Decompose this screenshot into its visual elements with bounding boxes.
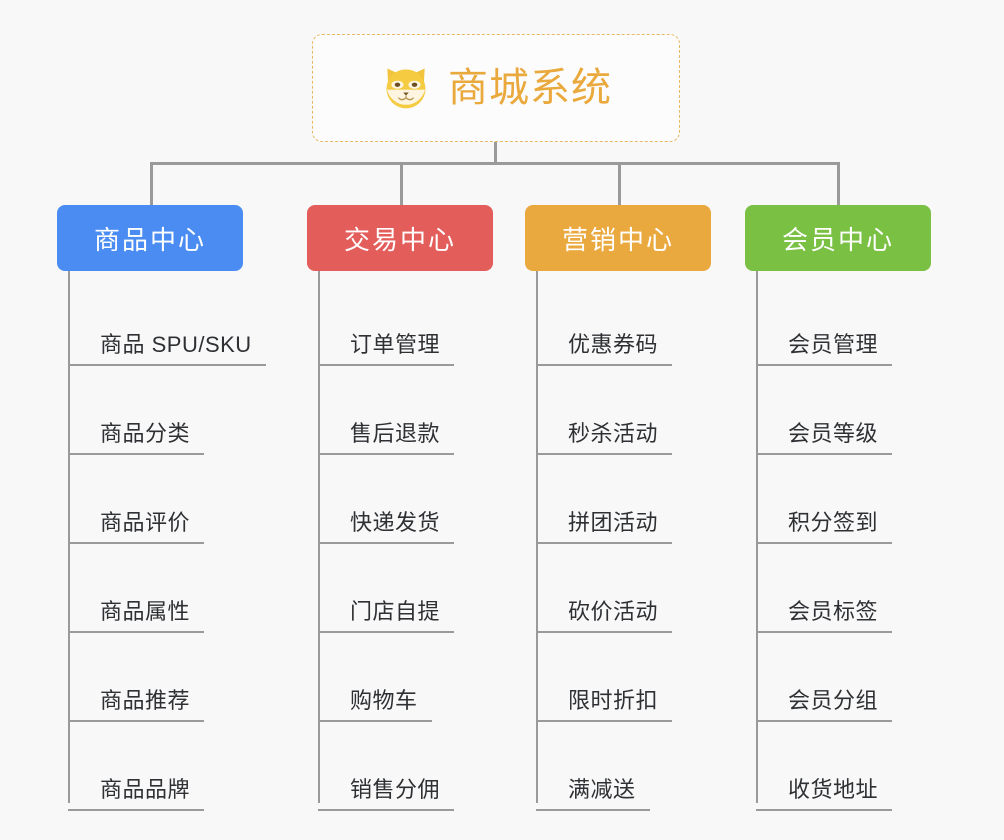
list-item[interactable]: 快递发货 [307, 455, 493, 544]
list-item-label: 商品 SPU/SKU [100, 332, 252, 357]
list-item[interactable]: 售后退款 [307, 366, 493, 455]
list-item-label: 订单管理 [350, 332, 441, 357]
list-item-label: 限时折扣 [568, 688, 659, 713]
column-body-member-center: 会员管理 会员等级 积分签到 会员标签 会员分组 收货地址 [745, 271, 931, 811]
connector-drop-member-center [837, 162, 840, 206]
list-item[interactable]: 订单管理 [307, 277, 493, 366]
list-item-label: 秒杀活动 [568, 421, 659, 446]
connector-root-stem [494, 142, 497, 165]
connector-drop-product-center [150, 162, 153, 206]
list-item-label: 快递发货 [350, 510, 441, 535]
connector-drop-marketing-center [618, 162, 621, 206]
column-header-label: 商品中心 [93, 224, 206, 255]
list-item[interactable]: 积分签到 [745, 455, 931, 544]
list-item-label: 满减送 [568, 777, 636, 802]
column-header-label: 会员中心 [781, 224, 894, 255]
connector-drop-trade-center [400, 162, 403, 206]
list-item-label: 会员等级 [788, 421, 879, 446]
list-item[interactable]: 购物车 [307, 633, 493, 722]
column-header-product-center[interactable]: 商品中心 [57, 205, 243, 271]
list-item-label: 商品属性 [100, 599, 191, 624]
root-node-shop-system[interactable]: 商城系统 [312, 34, 680, 142]
column-header-member-center[interactable]: 会员中心 [745, 205, 931, 271]
list-item[interactable]: 优惠券码 [525, 277, 711, 366]
column-spine [68, 271, 70, 803]
list-item-label: 销售分佣 [350, 777, 441, 802]
list-item-label: 优惠券码 [568, 332, 659, 357]
list-item[interactable]: 商品属性 [57, 544, 243, 633]
list-item[interactable]: 商品评价 [57, 455, 243, 544]
list-item[interactable]: 限时折扣 [525, 633, 711, 722]
list-item[interactable]: 商品 SPU/SKU [57, 277, 266, 366]
list-item-label: 会员标签 [788, 599, 879, 624]
list-item-label: 砍价活动 [568, 599, 659, 624]
column-header-trade-center[interactable]: 交易中心 [307, 205, 493, 271]
list-item[interactable]: 商品分类 [57, 366, 243, 455]
list-item-label: 售后退款 [350, 421, 441, 446]
list-item-label: 门店自提 [350, 599, 441, 624]
list-item[interactable]: 会员等级 [745, 366, 931, 455]
list-item[interactable]: 会员标签 [745, 544, 931, 633]
list-item[interactable]: 会员管理 [745, 277, 931, 366]
column-member-center: 会员中心 会员管理 会员等级 积分签到 会员标签 会员分组 收货地址 [745, 205, 931, 811]
list-item[interactable]: 门店自提 [307, 544, 493, 633]
column-header-label: 交易中心 [343, 224, 456, 255]
column-body-marketing-center: 优惠券码 秒杀活动 拼团活动 砍价活动 限时折扣 满减送 [525, 271, 711, 811]
list-item[interactable]: 收货地址 [745, 722, 931, 811]
list-item[interactable]: 拼团活动 [525, 455, 711, 544]
column-header-label: 营销中心 [561, 224, 674, 255]
list-item-label: 会员分组 [788, 688, 879, 713]
list-item-label: 收货地址 [788, 777, 879, 802]
list-item-label: 商品品牌 [100, 777, 191, 802]
column-trade-center: 交易中心 订单管理 售后退款 快递发货 门店自提 购物车 销售分佣 [307, 205, 493, 811]
column-header-marketing-center[interactable]: 营销中心 [525, 205, 711, 271]
list-item[interactable]: 满减送 [525, 722, 711, 811]
column-product-center: 商品中心 商品 SPU/SKU 商品分类 商品评价 商品属性 商品推荐 商品品牌 [57, 205, 266, 811]
connector-horizontal-bus [150, 162, 840, 165]
list-item[interactable]: 秒杀活动 [525, 366, 711, 455]
list-item[interactable]: 会员分组 [745, 633, 931, 722]
list-item[interactable]: 商品品牌 [57, 722, 243, 811]
column-spine [756, 271, 758, 803]
list-item-label: 拼团活动 [568, 510, 659, 535]
list-item[interactable]: 商品推荐 [57, 633, 243, 722]
shiba-dog-face-icon [380, 62, 432, 114]
list-item[interactable]: 砍价活动 [525, 544, 711, 633]
column-body-trade-center: 订单管理 售后退款 快递发货 门店自提 购物车 销售分佣 [307, 271, 493, 811]
list-item-label: 会员管理 [788, 332, 879, 357]
column-spine [536, 271, 538, 803]
list-item-label: 商品评价 [100, 510, 191, 535]
list-item-label: 商品分类 [100, 421, 191, 446]
column-body-product-center: 商品 SPU/SKU 商品分类 商品评价 商品属性 商品推荐 商品品牌 [57, 271, 266, 811]
list-item-label: 购物车 [350, 688, 418, 713]
list-item-label: 商品推荐 [100, 688, 191, 713]
column-marketing-center: 营销中心 优惠券码 秒杀活动 拼团活动 砍价活动 限时折扣 满减送 [525, 205, 711, 811]
root-node-label: 商城系统 [448, 66, 612, 110]
column-spine [318, 271, 320, 803]
list-item[interactable]: 销售分佣 [307, 722, 493, 811]
list-item-label: 积分签到 [788, 510, 879, 535]
